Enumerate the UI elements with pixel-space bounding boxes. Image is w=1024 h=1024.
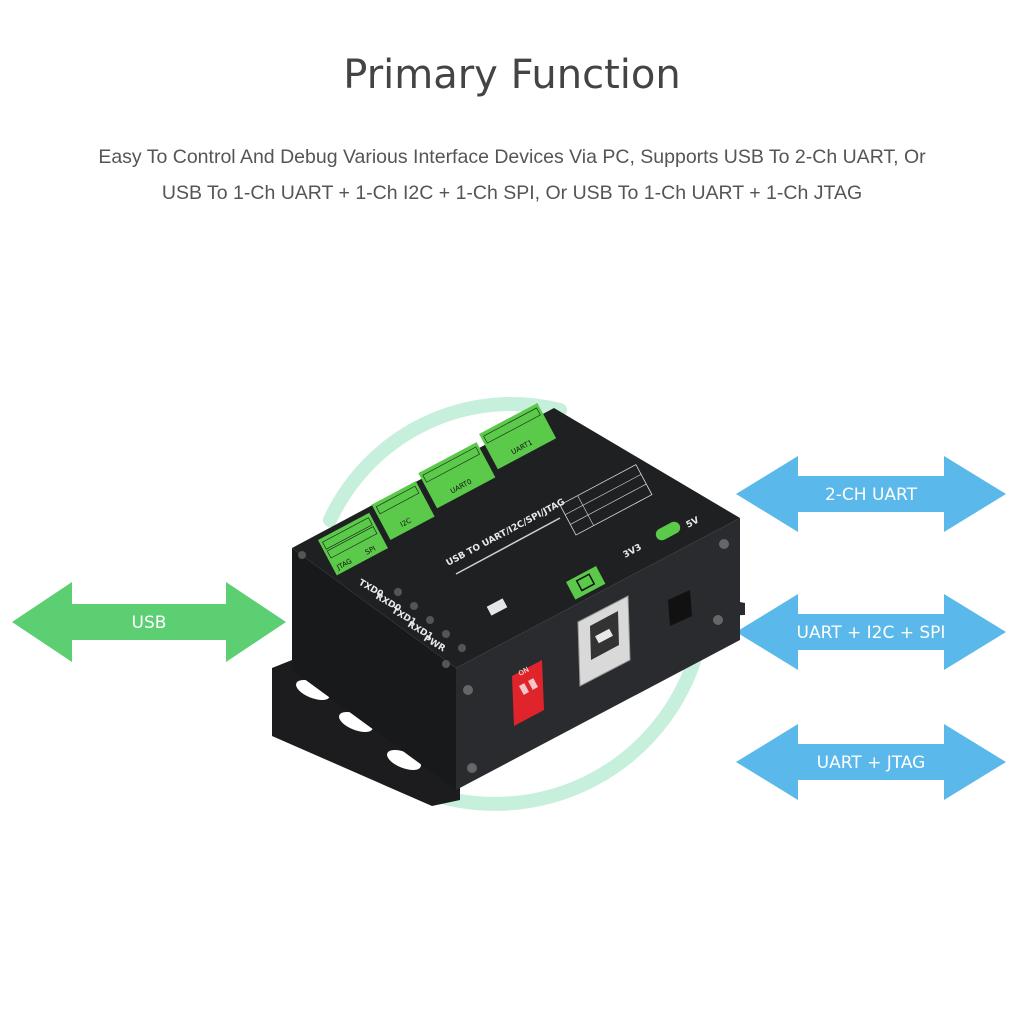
header-i2c xyxy=(371,481,435,540)
side-slide-switch[interactable] xyxy=(668,590,692,626)
header-uart0 xyxy=(418,442,496,509)
screw xyxy=(713,615,723,625)
usb-arrow: USB xyxy=(12,582,286,662)
swoosh-top xyxy=(323,397,567,527)
led xyxy=(458,644,466,652)
usb-b-icon xyxy=(575,573,596,592)
mode-arrow-label: UART + JTAG xyxy=(817,753,926,773)
usb-arrow-label: USB xyxy=(132,613,167,633)
mode-arrow-uart-jtag: UART + JTAG xyxy=(736,724,1006,800)
led xyxy=(410,602,418,610)
mode-arrow-uart-i2c-spi: UART + I2C + SPI xyxy=(736,594,1006,670)
header-uart1 xyxy=(479,402,557,470)
device-left-face xyxy=(292,548,456,790)
swoosh-bottom xyxy=(413,633,707,811)
mode-table xyxy=(559,464,653,536)
voltage-toggle[interactable] xyxy=(654,520,683,543)
mode-dip-switch[interactable] xyxy=(486,598,508,616)
description-line-2: USB To 1-Ch UART + 1-Ch I2C + 1-Ch SPI, … xyxy=(161,182,863,204)
header-jtag-spi xyxy=(318,512,388,576)
screw xyxy=(719,539,729,549)
page-title: Primary Function xyxy=(343,52,681,98)
red-dip-switch[interactable]: ON xyxy=(512,660,544,726)
description-line-1: Easy To Control And Debug Various Interf… xyxy=(98,146,926,168)
flange-slot xyxy=(339,711,373,733)
usb-label-pad xyxy=(566,566,606,600)
mode-arrow-2ch-uart: 2-CH UART xyxy=(736,456,1006,532)
mode-arrow-label: UART + I2C + SPI xyxy=(797,623,946,643)
led xyxy=(442,630,450,638)
mode-arrow-label: 2-CH UART xyxy=(825,485,918,505)
flange-slot xyxy=(296,679,330,701)
flange-slot xyxy=(387,749,421,771)
screw xyxy=(463,685,473,695)
led xyxy=(426,616,434,624)
usb-converter-device: JTAG SPI I2C UART0 UART1 USB TO UART/I2C… xyxy=(272,402,745,806)
device-top-face xyxy=(292,408,740,668)
screw xyxy=(467,763,477,773)
usb-b-port[interactable] xyxy=(577,595,631,687)
led xyxy=(394,588,402,596)
